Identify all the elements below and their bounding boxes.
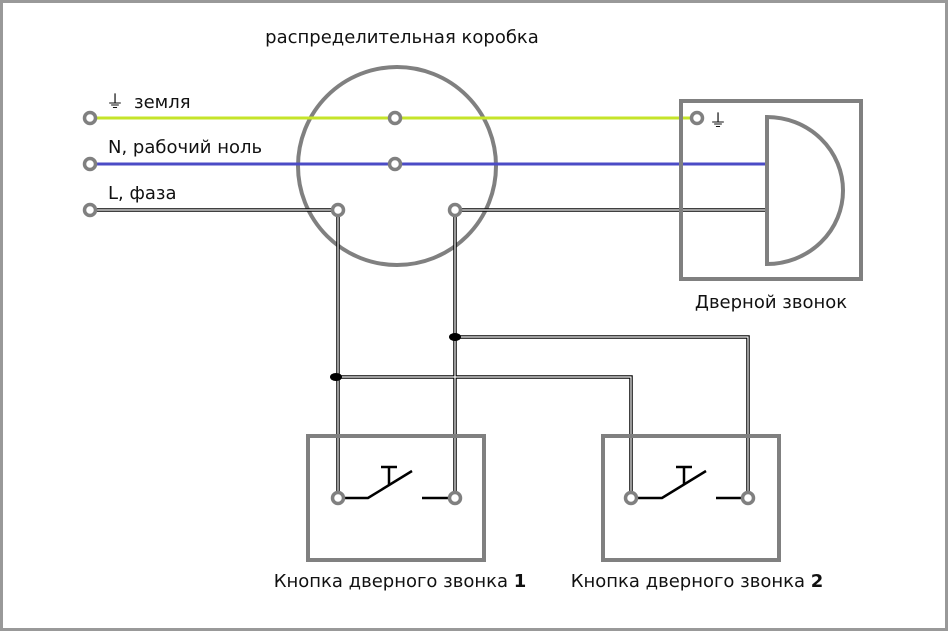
ground-symbol-icon: ⏚: [106, 92, 124, 113]
terminal-icon: [82, 110, 98, 126]
bell-icon: [765, 114, 845, 267]
phase-label: L, фаза: [108, 183, 177, 204]
terminal-icon: [623, 490, 639, 506]
button1-box: [306, 434, 486, 562]
terminal-icon: [387, 110, 403, 126]
button2-label-text: Кнопка дверного звонка: [571, 571, 805, 592]
terminal-icon: [330, 490, 346, 506]
terminal-icon: [447, 490, 463, 506]
terminal-icon: [82, 202, 98, 218]
button1-label: Кнопка дверного звонка 1: [274, 571, 527, 592]
button1-number: 1: [514, 571, 527, 592]
junction-box: [296, 65, 498, 267]
terminal-icon: [82, 156, 98, 172]
junction-dot: [449, 333, 461, 341]
bell-ground-symbol-icon: ⏚: [709, 111, 727, 132]
terminal-icon: [689, 110, 705, 126]
terminal-icon: [387, 156, 403, 172]
button1-label-text: Кнопка дверного звонка: [274, 571, 508, 592]
button2-number: 2: [811, 571, 824, 592]
button2-box: [601, 434, 781, 562]
terminal-icon: [447, 202, 463, 218]
button2-label: Кнопка дверного звонка 2: [571, 571, 824, 592]
phase-wires: [90, 208, 767, 498]
bell-label: Дверной звонок: [695, 292, 847, 313]
terminals: [82, 110, 756, 506]
bell-box: [679, 99, 863, 281]
neutral-label: N, рабочий ноль: [108, 137, 262, 158]
switch-icon: [631, 465, 748, 500]
switch-icon: [338, 465, 455, 500]
junction-box-title: распределительная коробка: [265, 27, 539, 48]
terminal-icon: [330, 202, 346, 218]
terminal-icon: [740, 490, 756, 506]
ground-label: земля: [134, 92, 191, 113]
junction-dot: [330, 373, 342, 381]
